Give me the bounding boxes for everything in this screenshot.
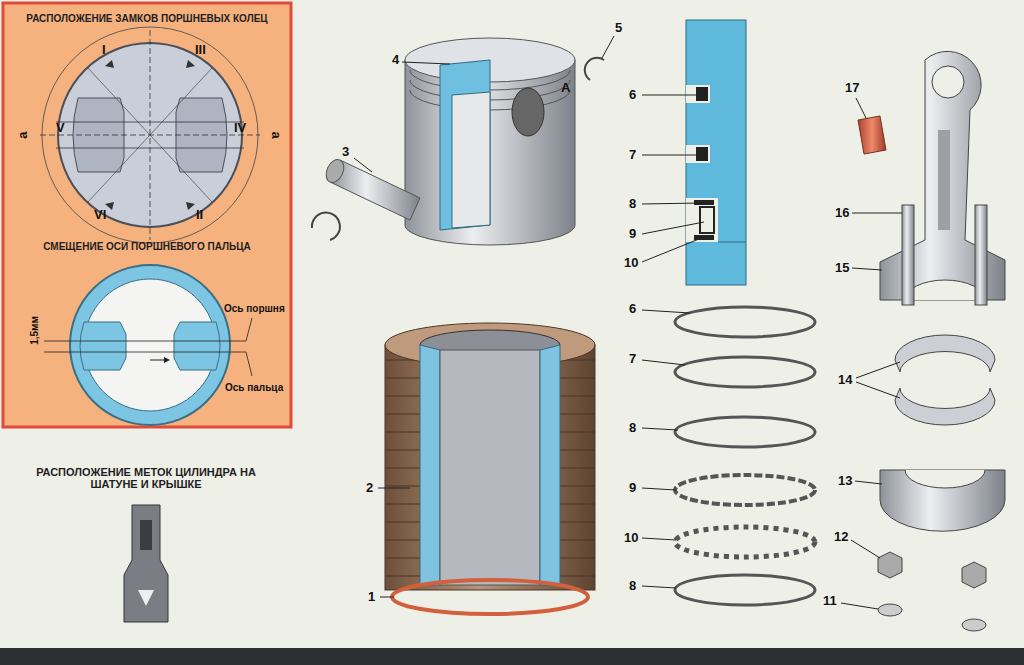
callout-number: 6 [629, 88, 636, 102]
ring-position: VI [94, 208, 106, 222]
info-panel [3, 3, 291, 427]
axis-label: Ось поршня [224, 303, 285, 314]
callout-number: 17 [845, 81, 859, 95]
angle-label: a [16, 132, 30, 139]
callout-number: 7 [629, 148, 636, 162]
callout-number: 11 [823, 594, 837, 608]
callout-number: 6 [629, 302, 636, 316]
cylinder [385, 323, 595, 614]
callout-number: 8 [629, 421, 636, 435]
callout-number: 2 [366, 481, 373, 495]
callout-number: 10 [624, 256, 638, 270]
piston [312, 38, 604, 245]
callout-letter: А [561, 81, 570, 95]
callout-number: 1 [368, 590, 375, 604]
info-panel: РАСПОЛОЖЕНИЕ ЗАМКОВ ПОРШНЕВЫХ КОЛЕЦ СМЕЩЕ… [3, 3, 291, 427]
callout-number: 14 [838, 373, 852, 387]
ring-position: I [102, 43, 106, 57]
bottom-band [0, 648, 1024, 665]
leader-lines [354, 36, 902, 609]
ring-position: IV [234, 121, 246, 135]
panel-heading: СМЕЩЕНИЕ ОСИ ПОРШНЕВОГО ПАЛЬЦА [3, 241, 291, 253]
callout-number: 16 [835, 206, 849, 220]
callout-number: 12 [834, 530, 848, 544]
callout-number: 7 [629, 352, 636, 366]
callout-number: 8 [629, 579, 636, 593]
axis-label: Ось пальца [225, 382, 283, 393]
connecting-rod [858, 51, 1005, 631]
ring-position: II [196, 208, 203, 222]
callout-number: 8 [629, 197, 636, 211]
ring-position: III [195, 43, 206, 57]
callout-number: 9 [629, 227, 636, 241]
section-heading: РАСПОЛОЖЕНИЕ МЕТОК ЦИЛИНДРА НА ШАТУНЕ И … [11, 466, 281, 490]
callout-number: 5 [615, 21, 622, 35]
piston-rings [675, 307, 815, 605]
callout-number: 15 [835, 261, 849, 275]
angle-label: a [268, 132, 282, 139]
callout-number: 10 [624, 531, 638, 545]
callout-number: 3 [342, 145, 349, 159]
callout-number: 9 [629, 481, 636, 495]
ring-section [686, 20, 746, 285]
panel-heading: РАСПОЛОЖЕНИЕ ЗАМКОВ ПОРШНЕВЫХ КОЛЕЦ [3, 13, 291, 25]
callout-number: 13 [838, 474, 852, 488]
ring-position: V [56, 121, 65, 135]
rod-mark-sketch [124, 505, 168, 622]
dimension: 1,5мм [29, 316, 40, 345]
callout-number: 4 [392, 53, 399, 67]
